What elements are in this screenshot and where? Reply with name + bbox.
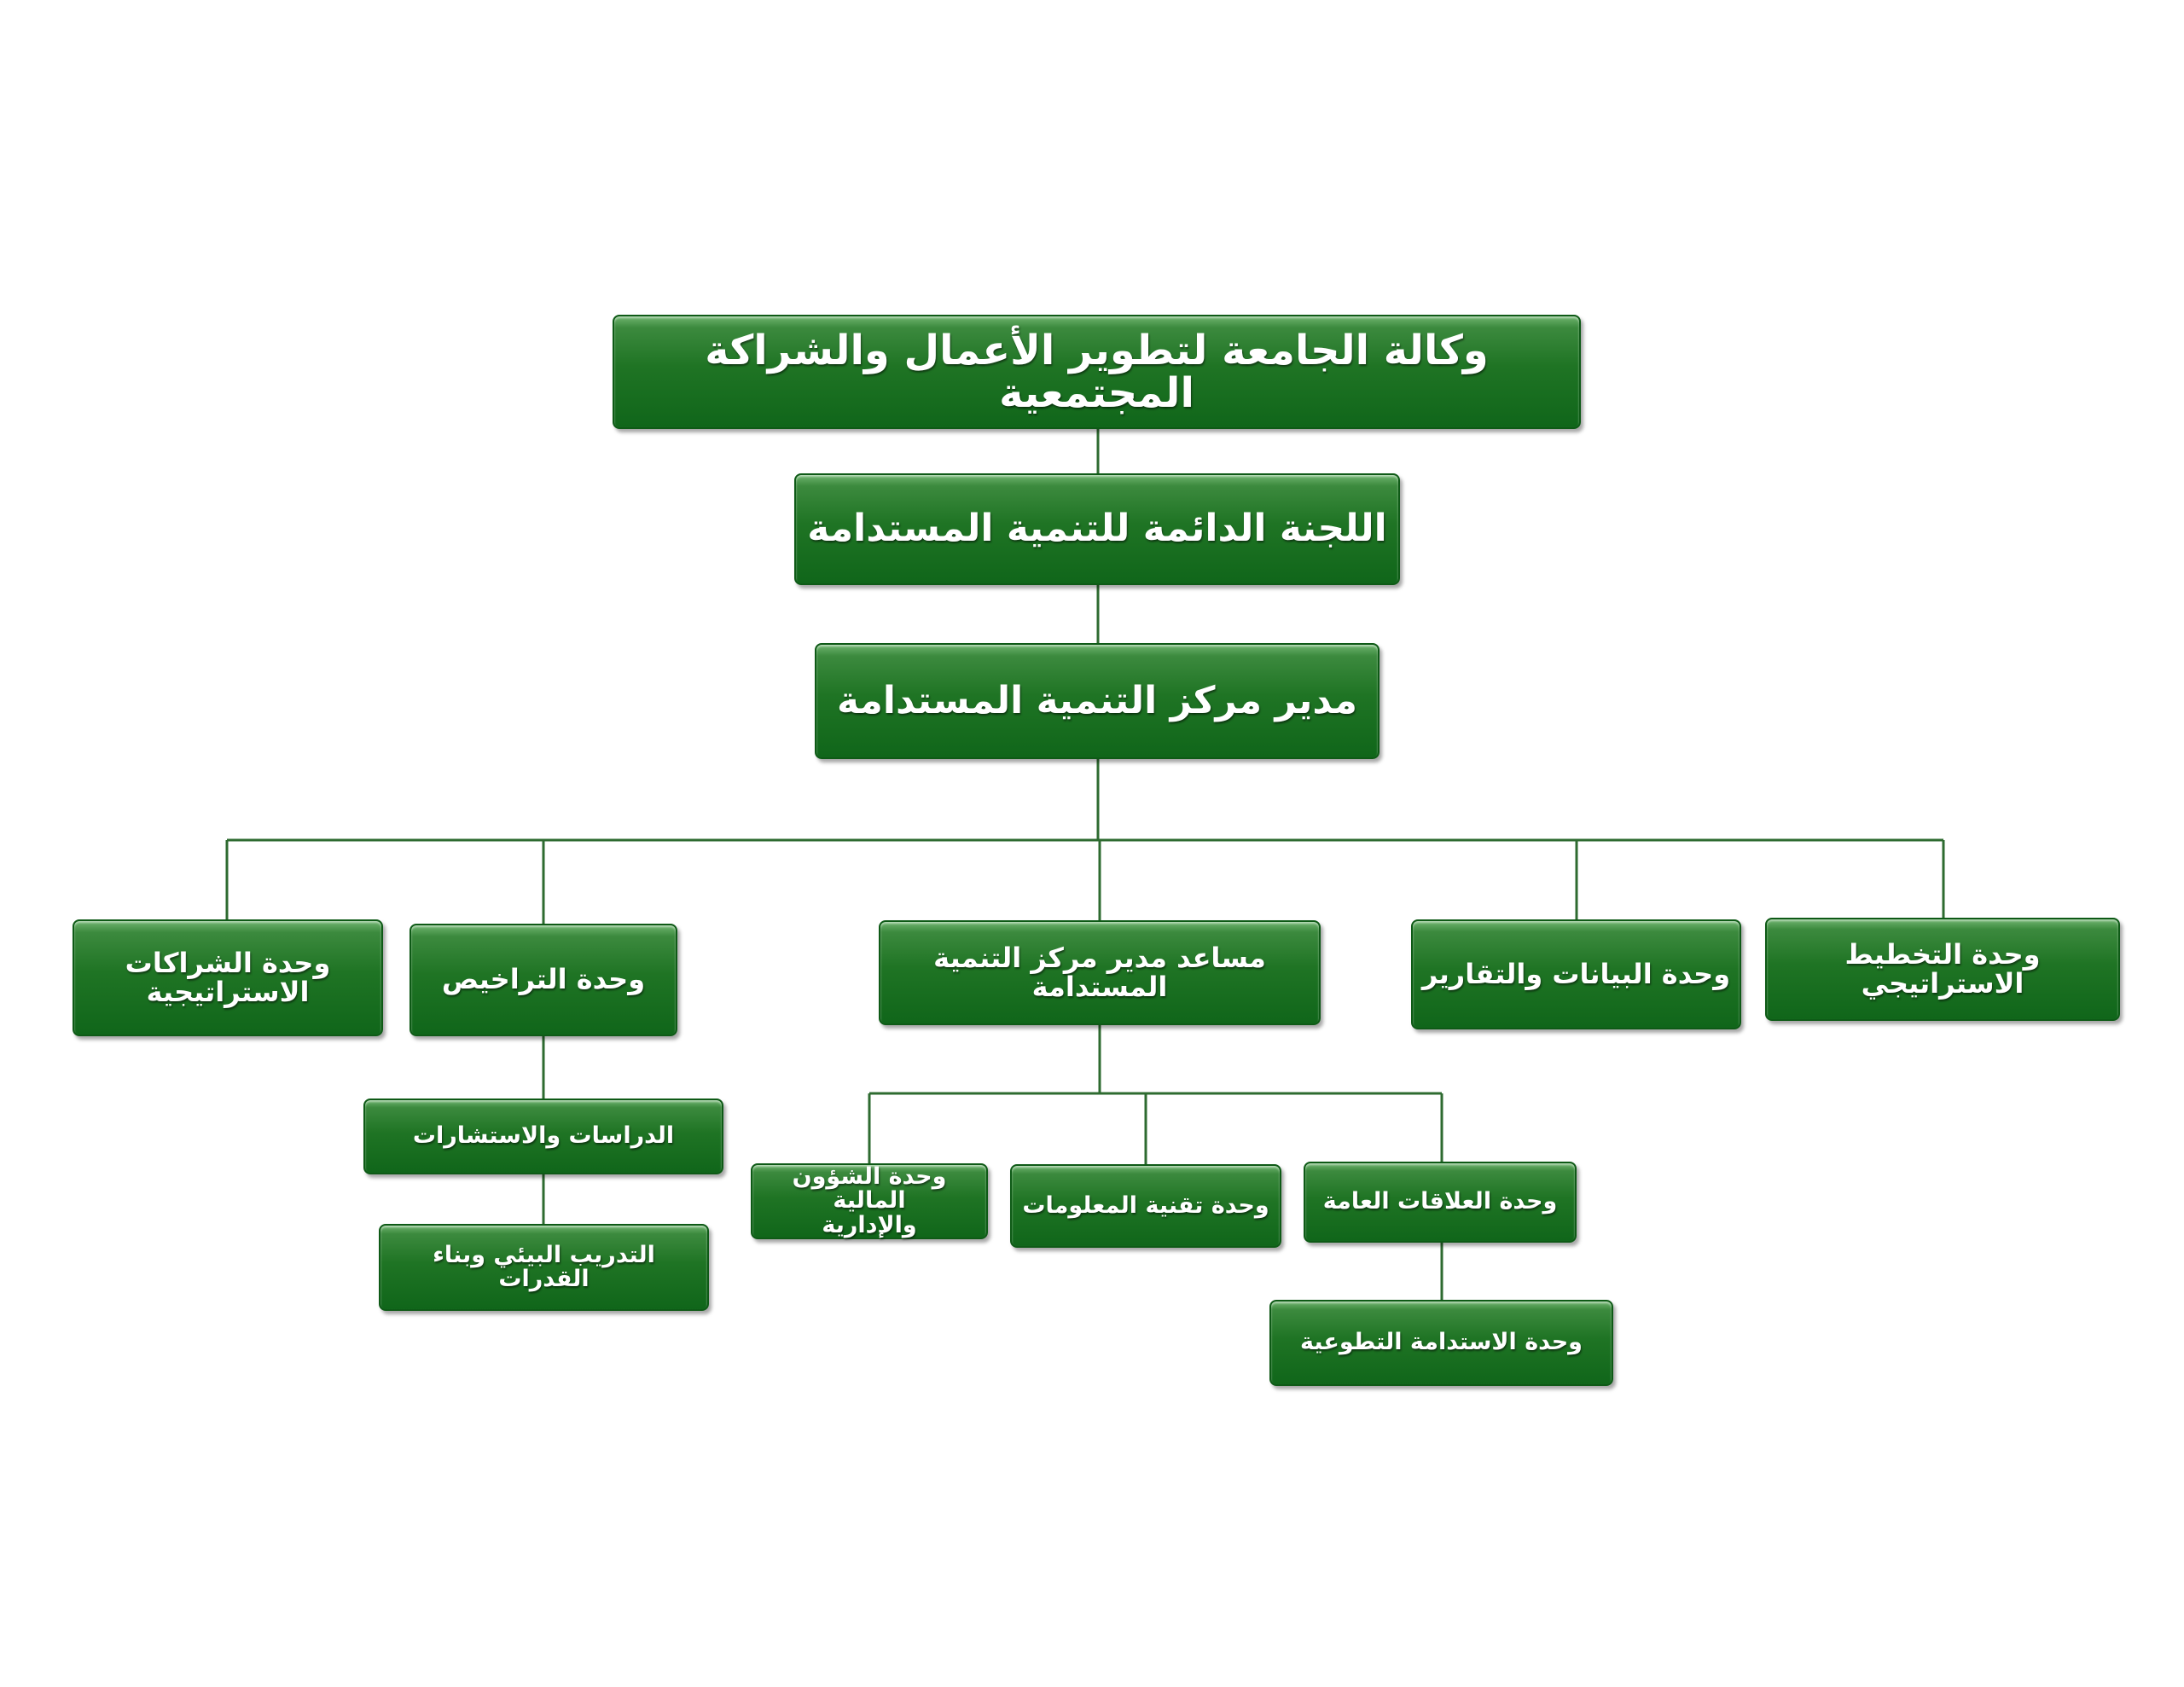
committee-box: اللجنة الدائمة للتنمية المستدامة (794, 473, 1400, 585)
studies-label: الدراسات والاستشارات (412, 1122, 675, 1150)
training-box: التدريب البيئي وبناء القدرات (379, 1224, 709, 1311)
agency-box: وكالة الجامعة لتطوير الأعمال والشراكة ال… (613, 315, 1581, 429)
volunteer-unit-box: وحدة الاستدامة التطوعية (1269, 1300, 1613, 1386)
partnerships-unit-box: وحدة الشراكات الاستراتيجية (73, 919, 383, 1036)
director-box: مدير مركز التنمية المستدامة (815, 643, 1380, 759)
licenses-unit-box: وحدة التراخيص (410, 924, 677, 1036)
data-reports-unit-box: وحدة البيانات والتقارير (1411, 919, 1741, 1029)
it-unit-box: وحدة تقنية المعلومات (1010, 1164, 1281, 1248)
finance-admin-unit-label: وحدة الشؤون المالية والإدارية (792, 1162, 947, 1238)
data-reports-unit-label: وحدة البيانات والتقارير (1421, 957, 1731, 990)
director-label: مدير مركز التنمية المستدامة (837, 678, 1358, 722)
studies-box: الدراسات والاستشارات (363, 1099, 723, 1174)
agency-label: وكالة الجامعة لتطوير الأعمال والشراكة ال… (705, 326, 1489, 417)
strategic-planning-unit-label: وحدة التخطيط الاستراتيجي (1844, 937, 2041, 1000)
licenses-unit-label: وحدة التراخيص (441, 963, 646, 996)
assistant-director-box: مساعد مدير مركز التنمية المستدامة (879, 920, 1321, 1025)
partnerships-unit-label: وحدة الشراكات الاستراتيجية (125, 946, 331, 1008)
assistant-director-label: مساعد مدير مركز التنمية المستدامة (933, 941, 1266, 1003)
volunteer-unit-label: وحدة الاستدامة التطوعية (1300, 1329, 1583, 1356)
strategic-planning-unit-box: وحدة التخطيط الاستراتيجي (1765, 918, 2120, 1021)
training-label: التدريب البيئي وبناء القدرات (433, 1241, 655, 1292)
committee-label: اللجنة الدائمة للتنمية المستدامة (807, 507, 1387, 551)
it-unit-label: وحدة تقنية المعلومات (1022, 1191, 1269, 1219)
finance-admin-unit-box: وحدة الشؤون المالية والإدارية (751, 1163, 988, 1239)
public-relations-unit-box: وحدة العلاقات العامة (1304, 1162, 1577, 1243)
public-relations-unit-label: وحدة العلاقات العامة (1322, 1188, 1558, 1215)
